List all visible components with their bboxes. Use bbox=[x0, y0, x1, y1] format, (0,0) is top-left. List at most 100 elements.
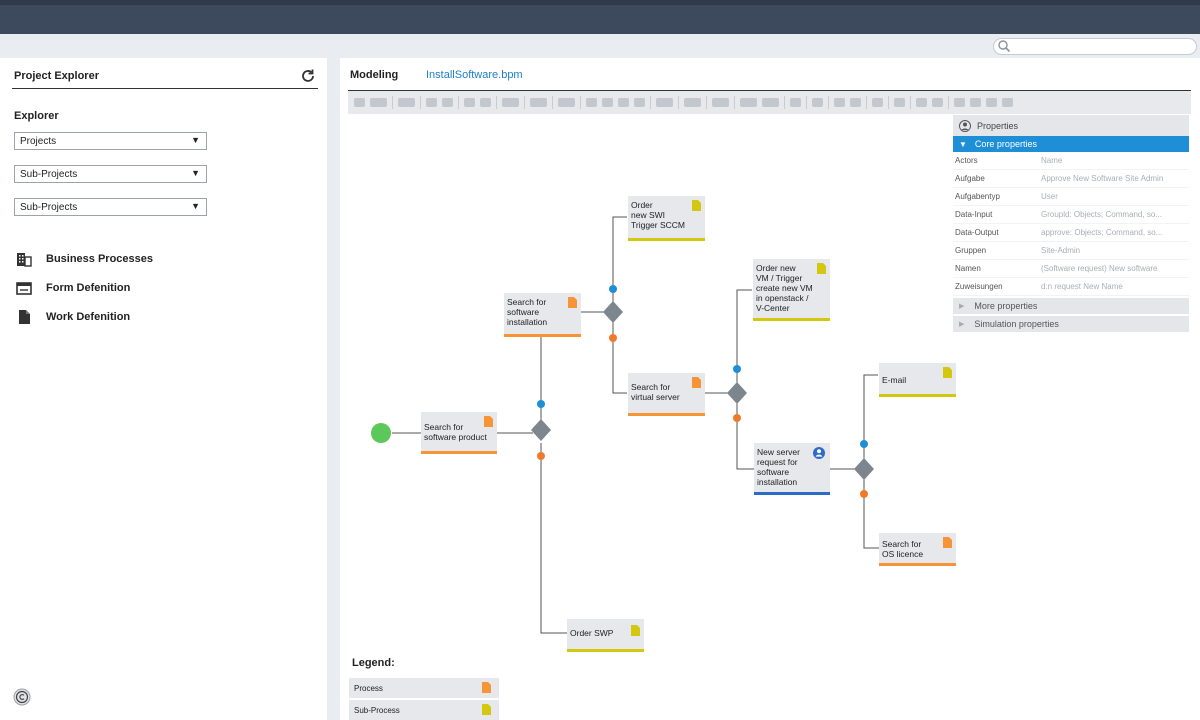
process-icon bbox=[692, 377, 701, 388]
property-value[interactable]: Approve New Software Site Admin bbox=[1041, 174, 1164, 183]
property-row[interactable]: Namen(Software request) New software bbox=[953, 260, 1189, 278]
more-properties-header[interactable]: ▶ More properties bbox=[953, 298, 1189, 314]
search-icon[interactable] bbox=[997, 39, 1011, 53]
task-label: New server request for software installa… bbox=[757, 447, 800, 487]
property-key: Aufgabentyp bbox=[955, 192, 1000, 201]
dropdown-arrow-icon: ▼ bbox=[191, 135, 200, 145]
toolbar-button[interactable] bbox=[558, 98, 575, 107]
task-order-new-swi[interactable]: Order new SWI Trigger SCCM bbox=[628, 196, 705, 241]
toolbar-button[interactable] bbox=[684, 98, 701, 107]
toolbar-separator bbox=[828, 96, 829, 109]
toolbar-separator bbox=[650, 96, 651, 109]
task-email[interactable]: E-mail bbox=[879, 363, 956, 397]
toolbar-button[interactable] bbox=[442, 98, 453, 107]
property-value[interactable]: Name bbox=[1041, 156, 1063, 165]
task-search-software-product[interactable]: Search for software product bbox=[421, 412, 497, 454]
toolbar-button[interactable] bbox=[872, 98, 883, 107]
toolbar-button[interactable] bbox=[712, 98, 729, 107]
subprocess-icon bbox=[631, 625, 640, 636]
person-icon bbox=[959, 119, 971, 132]
expand-triangle-icon: ▶ bbox=[959, 321, 965, 328]
toolbar-button[interactable] bbox=[932, 98, 943, 107]
nav-form-defenition[interactable]: Form Defenition bbox=[16, 278, 130, 298]
modeling-area: Modeling InstallSoftware.bpm bbox=[340, 58, 1200, 720]
task-label: Search for virtual server bbox=[631, 382, 680, 402]
property-value[interactable]: d:n request New Name bbox=[1041, 282, 1123, 291]
sub-projects-select-2[interactable]: Sub-Projects▼ bbox=[14, 198, 207, 216]
toolbar-button[interactable] bbox=[954, 98, 965, 107]
select-value: Sub-Projects bbox=[20, 169, 78, 180]
toolbar-button[interactable] bbox=[834, 98, 845, 107]
toolbar-button[interactable] bbox=[1002, 98, 1013, 107]
task-order-new-vm[interactable]: Order new VM / Trigger create new VM in … bbox=[753, 259, 830, 321]
toolbar-button[interactable] bbox=[656, 98, 673, 107]
toolbar-button[interactable] bbox=[916, 98, 927, 107]
toolbar-button[interactable] bbox=[970, 98, 981, 107]
search-input[interactable] bbox=[993, 38, 1197, 55]
property-value[interactable]: (Software request) New software bbox=[1041, 264, 1158, 273]
toolbar-button[interactable] bbox=[586, 98, 597, 107]
toolbar-button[interactable] bbox=[790, 98, 801, 107]
property-value[interactable]: Site-Admin bbox=[1041, 246, 1081, 255]
sub-projects-select[interactable]: Sub-Projects▼ bbox=[14, 165, 207, 183]
property-row[interactable]: Actors Name bbox=[953, 152, 1189, 170]
toolbar-button[interactable] bbox=[986, 98, 997, 107]
toolbar-button[interactable] bbox=[426, 98, 437, 107]
tab-modeling[interactable]: Modeling bbox=[350, 69, 399, 81]
property-key: Data-Output bbox=[955, 228, 999, 237]
task-search-virtual-server[interactable]: Search for virtual server bbox=[628, 373, 705, 416]
property-key: Actors bbox=[955, 156, 978, 165]
refresh-icon[interactable] bbox=[300, 68, 316, 84]
document-icon bbox=[19, 310, 30, 324]
toolbar-button[interactable] bbox=[634, 98, 645, 107]
dropdown-arrow-icon: ▼ bbox=[191, 201, 200, 211]
toolbar-button[interactable] bbox=[894, 98, 905, 107]
property-value[interactable]: approve: Objects; Command, so... bbox=[1041, 228, 1163, 237]
toolbar-button[interactable] bbox=[812, 98, 823, 107]
toolbar-button[interactable] bbox=[502, 98, 519, 107]
task-search-os-licence[interactable]: Search for OS licence bbox=[879, 533, 956, 566]
property-row[interactable]: Data-Output approve: Objects; Command, so… bbox=[953, 224, 1189, 242]
nav-business-processes[interactable]: Business Processes bbox=[16, 249, 153, 269]
toolbar-button[interactable] bbox=[354, 98, 365, 107]
subprocess-icon bbox=[482, 704, 491, 715]
toolbar-button[interactable] bbox=[530, 98, 547, 107]
panel-divider bbox=[12, 88, 318, 89]
property-value[interactable]: Groupld: Objects; Command, so... bbox=[1041, 210, 1162, 219]
toolbar-button[interactable] bbox=[762, 98, 779, 107]
form-icon bbox=[16, 282, 32, 295]
task-new-server-request[interactable]: New server request for software installa… bbox=[754, 443, 830, 495]
toolbar-button[interactable] bbox=[740, 98, 757, 107]
legend-title: Legend: bbox=[352, 657, 395, 669]
toolbar-button[interactable] bbox=[480, 98, 491, 107]
copyright-icon[interactable] bbox=[13, 688, 31, 706]
legend-item-process: Process bbox=[349, 678, 499, 698]
task-order-swp[interactable]: Order SWP bbox=[567, 619, 644, 652]
toolbar-button[interactable] bbox=[602, 98, 613, 107]
subprocess-icon bbox=[943, 367, 952, 378]
toolbar-button[interactable] bbox=[618, 98, 629, 107]
select-value: Projects bbox=[20, 136, 57, 147]
property-value[interactable]: User bbox=[1041, 192, 1058, 201]
expand-triangle-icon: ▶ bbox=[959, 303, 965, 310]
property-row[interactable]: Aufgabentyp User bbox=[953, 188, 1189, 206]
tab-file[interactable]: InstallSoftware.bpm bbox=[426, 69, 523, 81]
toolbar-button[interactable] bbox=[464, 98, 475, 107]
legend-item-subprocess: Sub-Process bbox=[349, 700, 499, 720]
top-bar bbox=[0, 0, 1200, 34]
properties-title: Properties bbox=[977, 120, 1019, 131]
toolbar-button[interactable] bbox=[370, 98, 387, 107]
subprocess-icon bbox=[817, 263, 826, 274]
toolbar-button[interactable] bbox=[398, 98, 415, 107]
toolbar-button[interactable] bbox=[850, 98, 861, 107]
task-search-software-installation[interactable]: Search for software installation bbox=[504, 293, 581, 337]
core-properties-header[interactable]: ▼ Core properties bbox=[953, 136, 1189, 152]
nav-work-defenition[interactable]: Work Defenition bbox=[16, 307, 130, 327]
toolbar-separator bbox=[392, 96, 393, 109]
simulation-properties-header[interactable]: ▶ Simulation properties bbox=[953, 316, 1189, 332]
projects-select[interactable]: Projects ▼ bbox=[14, 132, 207, 150]
